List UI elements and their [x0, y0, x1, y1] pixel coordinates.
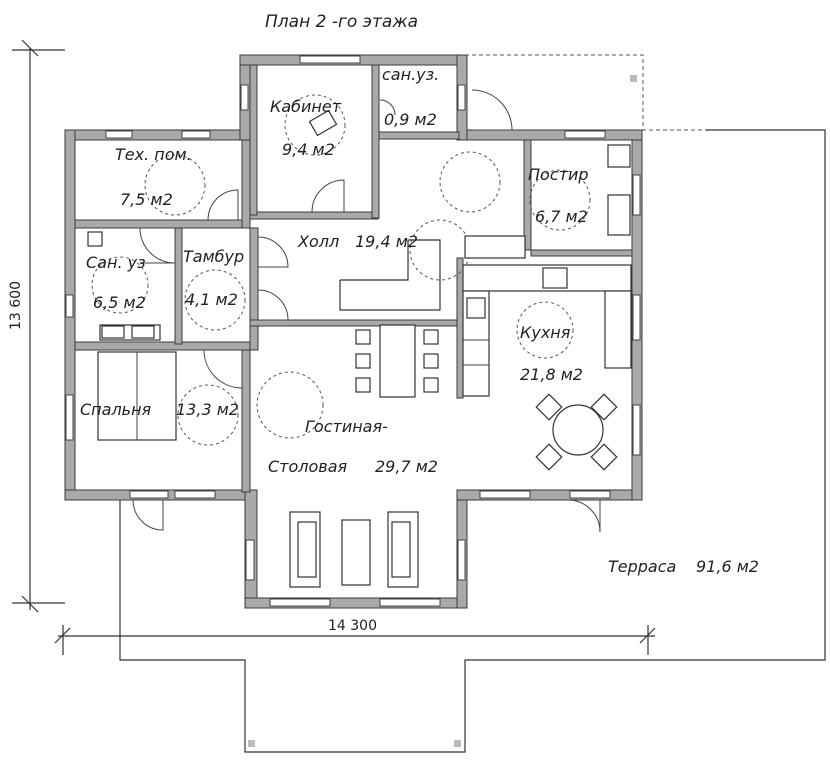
room-name-wc-small: сан.уз. — [382, 65, 439, 84]
furniture — [87, 109, 632, 588]
room-name-living: Гостиная- — [305, 417, 388, 436]
windows — [65, 55, 641, 607]
height-dimension-label: 13 600 — [8, 281, 24, 330]
room-name-pantry: Постир — [528, 165, 589, 184]
room-area-hall: 19,4 м2 — [355, 232, 418, 251]
room-name-cabinet: Кабинет — [270, 97, 342, 116]
plan-title: План 2 -го этажа — [265, 12, 418, 32]
room-area-bedroom: 13,3 м2 — [176, 400, 239, 419]
room-name-hall: Холл — [297, 232, 339, 251]
room-area-pantry: 6,7 м2 — [535, 207, 588, 226]
room-name-terrace: Терраса — [608, 557, 676, 576]
room-area-terrace: 91,6 м2 — [696, 557, 759, 576]
room-area-living: 29,7 м2 — [375, 457, 438, 476]
room-area-tech: 7,5 м2 — [120, 190, 173, 209]
inner-walls — [74, 64, 633, 493]
room-name-kitchen: Кухня — [520, 323, 571, 342]
doors — [132, 89, 601, 533]
room-name-bath: Сан. уз — [86, 253, 146, 272]
room-name-vestibule: Тамбур — [183, 247, 244, 266]
room-name-tech: Тех. пом. — [115, 145, 192, 164]
room-area-bath: 6,5 м2 — [93, 293, 146, 312]
terrace-outline — [119, 54, 826, 753]
room-area-wc-small: 0,9 м2 — [384, 110, 437, 129]
room-name-bedroom: Спальня — [80, 400, 152, 419]
width-dimension-label: 14 300 — [328, 618, 377, 634]
dimension-lines — [12, 39, 656, 655]
ceiling-lights — [91, 94, 591, 446]
room-area-kitchen: 21,8 м2 — [520, 365, 583, 384]
room-area-cabinet: 9,4 м2 — [282, 140, 335, 159]
room-area-vestibule: 4,1 м2 — [185, 290, 238, 309]
room-name-living-2: Столовая — [268, 457, 348, 476]
